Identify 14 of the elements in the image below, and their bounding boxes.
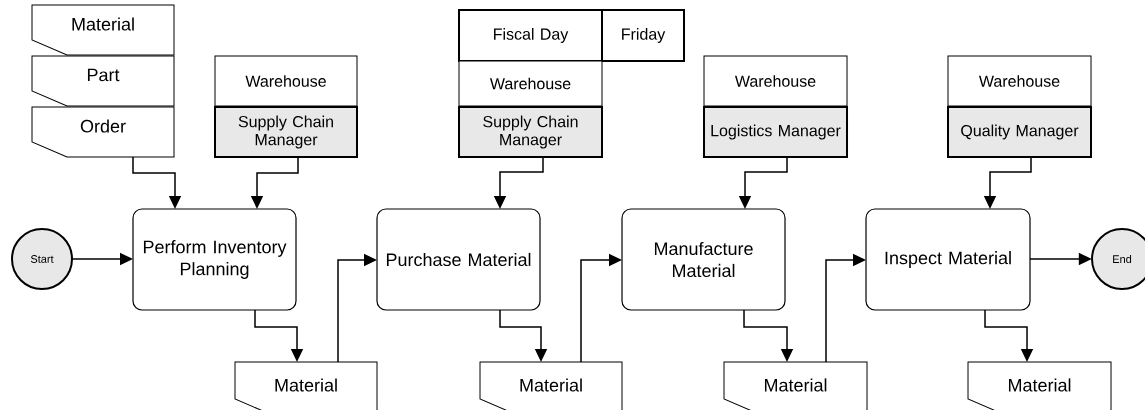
role-box: Supply Chain Manager: [458, 106, 603, 158]
process-box: Perform Inventory Planning: [132, 208, 297, 311]
process-box: Manufacture Material: [621, 208, 786, 311]
role-box: Supply Chain Manager: [214, 106, 358, 158]
process-box: Inspect Material: [865, 208, 1031, 311]
header-cell: Friday: [601, 9, 685, 62]
resource-box: Warehouse: [703, 55, 848, 107]
role-box: Quality Manager: [947, 106, 1092, 158]
header-cell: Fiscal Day: [458, 9, 603, 62]
resource-box: Warehouse: [458, 60, 603, 107]
process-box: Purchase Material: [376, 208, 541, 311]
resource-box: Warehouse: [214, 55, 358, 107]
resource-box: Warehouse: [947, 55, 1092, 107]
role-box: Logistics Manager: [703, 106, 848, 158]
